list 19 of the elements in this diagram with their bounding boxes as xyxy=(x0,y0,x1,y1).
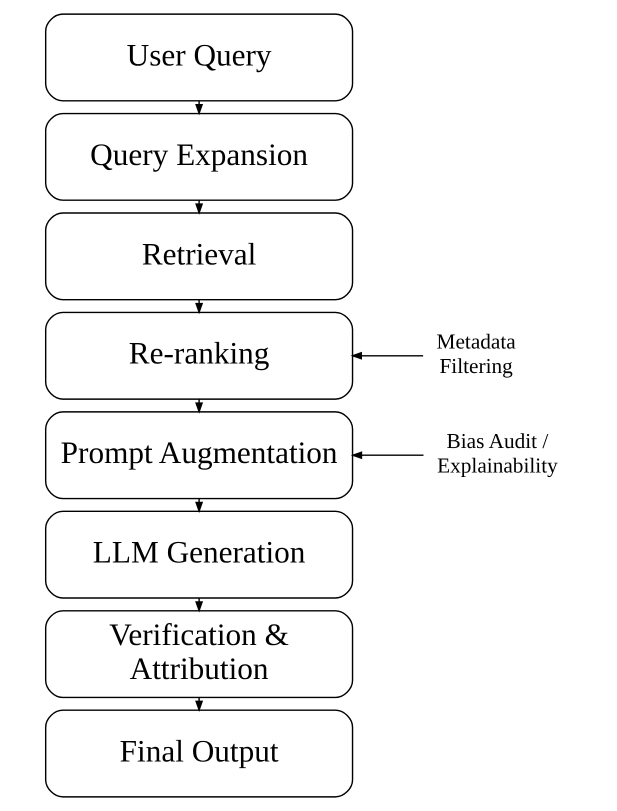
node-box: Retrieval xyxy=(44,212,354,300)
node-box: LLM Generation xyxy=(44,510,354,599)
node-text: Metadata Filtering xyxy=(436,330,516,378)
arrow xyxy=(195,698,204,712)
arrow xyxy=(195,100,204,116)
node-box: User Query xyxy=(44,13,354,102)
arrow xyxy=(195,498,204,514)
arrow xyxy=(195,200,204,215)
node-box: Verification & Attribution xyxy=(44,610,354,698)
node-box: Re-ranking xyxy=(44,312,354,400)
arrow xyxy=(195,399,204,414)
arrow xyxy=(195,598,204,613)
node-box: Prompt Augmentation xyxy=(44,411,354,500)
arrow xyxy=(350,352,424,360)
node-text: Bias Audit / Explainability xyxy=(437,429,558,478)
node-box: Query Expansion xyxy=(44,112,354,201)
arrow xyxy=(350,451,424,460)
node-box: Final Output xyxy=(44,710,354,798)
arrow xyxy=(195,300,204,314)
